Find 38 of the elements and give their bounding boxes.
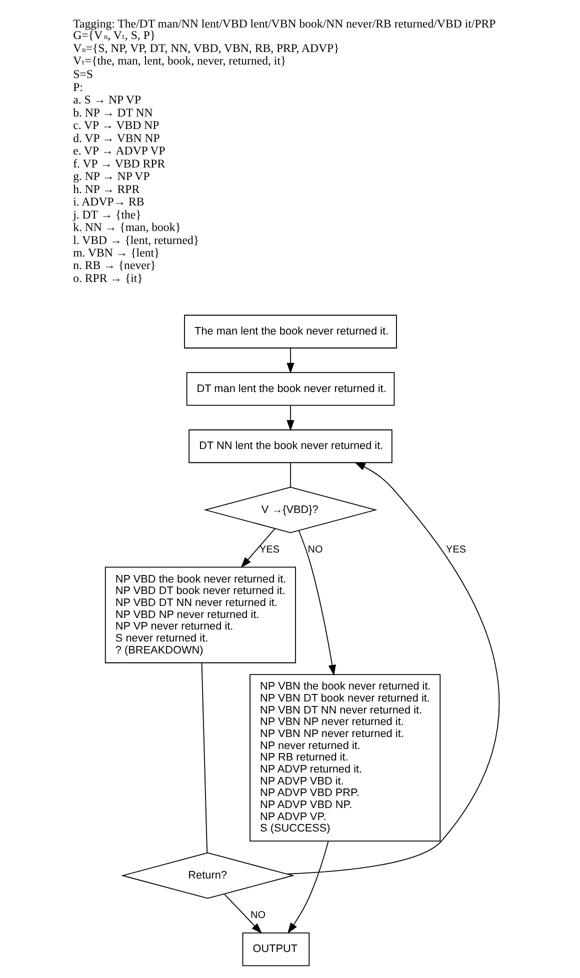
label: i. ADVP→ RB bbox=[72, 194, 144, 209]
edge-label: YES bbox=[446, 544, 466, 556]
arrow bbox=[286, 348, 294, 374]
edge-label: NO bbox=[307, 544, 322, 556]
arrow bbox=[287, 840, 328, 934]
edge-label: YES bbox=[259, 544, 280, 556]
label: m. VBN → {lent} bbox=[72, 246, 160, 260]
label: j. DT → {the} bbox=[72, 207, 141, 222]
arrow bbox=[298, 530, 336, 676]
node-box: NP VBD the book never returned it. NP VBD DT book never returned it. NP VBD DT NN never returned it. NP VBD NP never returned it. NP VP never returned it. S never returned it. ? (BREAKDOWN) bbox=[104, 566, 296, 664]
node-box: DT NN lent the book never returned it. bbox=[188, 429, 392, 464]
label: a. S → NP VP bbox=[72, 92, 141, 107]
label: e. VP → ADVP VP bbox=[72, 144, 165, 158]
label: k. NN → {man, book} bbox=[72, 220, 180, 234]
label: P: bbox=[72, 80, 82, 94]
label: Tagging: The/DT man/NN lent/VBD lent/VBN book/NN never/RB returned/VBD it/PRP bbox=[72, 16, 496, 30]
label: g. NP → NP VP bbox=[72, 169, 150, 184]
label: f. VP → VBD RPR bbox=[72, 156, 165, 170]
arrow bbox=[286, 405, 294, 432]
arrow bbox=[240, 528, 275, 568]
label: n. RB → {never} bbox=[72, 258, 156, 272]
connector bbox=[200, 662, 208, 854]
node-diamond: Return? bbox=[120, 852, 294, 899]
label: l. VBD → {lent, returned} bbox=[72, 232, 199, 247]
label: h. NP → RPR bbox=[72, 182, 140, 196]
edge-label: NO bbox=[250, 910, 265, 922]
node-diamond: V →{VBD}? bbox=[203, 486, 377, 534]
node-box: DT man lent the book never returned it. bbox=[186, 372, 394, 406]
label: c. VP → VBD NP bbox=[72, 118, 159, 132]
node-box: The man lent the book never returned it. bbox=[184, 314, 396, 348]
label: b. NP → DT NN bbox=[72, 105, 152, 120]
label: o. RPR → {it} bbox=[72, 270, 142, 285]
arrow bbox=[224, 894, 262, 934]
node-box: OUTPUT bbox=[242, 932, 310, 966]
label: d. VP → VBN NP bbox=[72, 130, 160, 145]
label: S=S bbox=[72, 67, 92, 82]
arrow bbox=[286, 462, 499, 874]
node-box: NP VBN the book never returned it. NP VBN DT book never returned it. NP VBN DT NN never returned it. NP VBN NP never returned it. NP VBN NP never returned it. NP never returned it. NP RB returned it. NP ADVP returned it. NP ADVP VBD it. NP ADVP VBD PRP. NP ADVP VBD NP. NP ADVP VP. S (SUCCESS) bbox=[249, 674, 440, 842]
